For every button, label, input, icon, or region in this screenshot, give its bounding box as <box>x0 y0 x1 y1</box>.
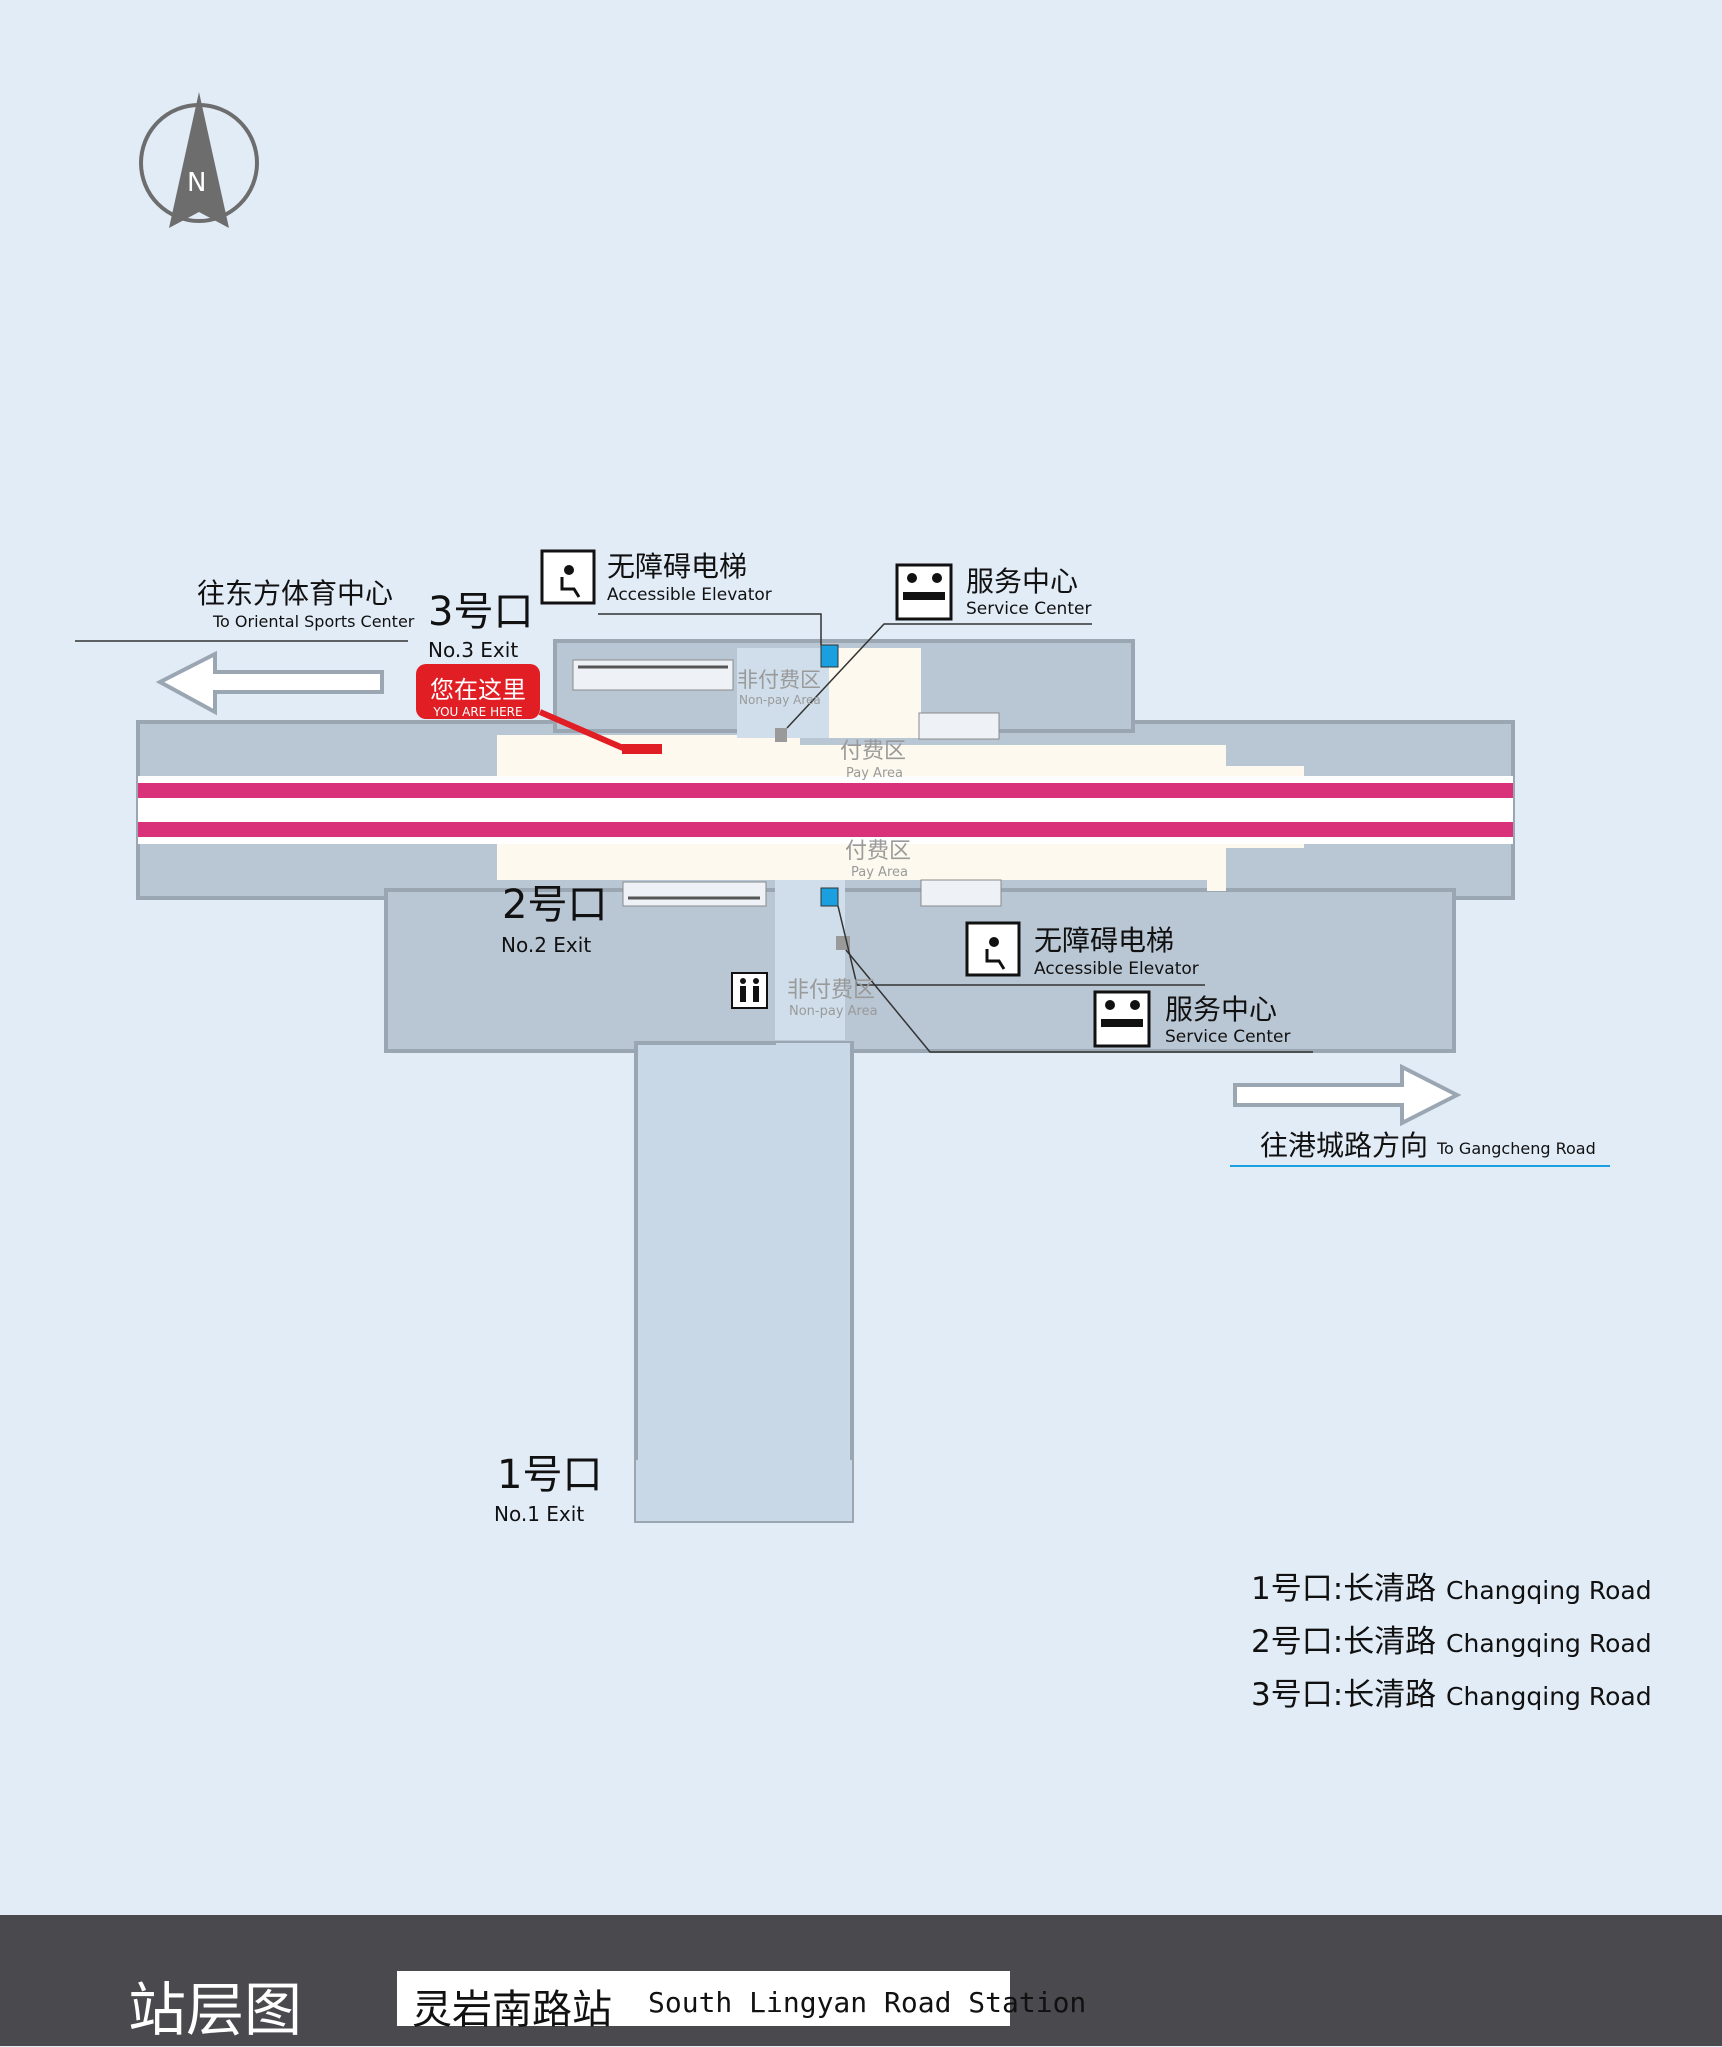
direction-west-cn: 往东方体育中心 <box>197 577 394 610</box>
accessible-elevator-icon <box>540 549 596 605</box>
elevator-north-cn: 无障碍电梯 <box>607 550 748 583</box>
station-structure <box>75 613 1610 1523</box>
direction-west-en: To Oriental Sports Center <box>213 612 415 631</box>
legend-exit: 1号口 <box>1251 1571 1333 1607</box>
exit2-label-en: No.2 Exit <box>501 933 592 957</box>
zone-nonpay-north-en: Non-pay Area <box>739 693 821 707</box>
service-center-icon <box>1093 990 1151 1048</box>
compass-north-icon <box>139 92 259 228</box>
legend-sep: : <box>1332 1571 1344 1607</box>
service-south-cn: 服务中心 <box>1165 993 1278 1026</box>
accessible-elevator-icon <box>965 921 1021 977</box>
legend-exit: 3号口 <box>1251 1677 1333 1713</box>
legend-sep: : <box>1332 1677 1344 1713</box>
zone-nonpay-south-cn: 非付费区 <box>787 978 876 1003</box>
you-are-here-badge: 您在这里 YOU ARE HERE <box>416 664 540 719</box>
you-are-here-cn: 您在这里 <box>430 676 526 704</box>
station-name-en: South Lingyan Road Station <box>648 1986 1087 2019</box>
footer-title: 站层图 <box>128 1976 303 2044</box>
service-north-en: Service Center <box>966 599 1092 619</box>
zone-pay-north-en: Pay Area <box>846 766 903 781</box>
legend-row: 2号口:长清路 Changqing Road <box>1251 1616 1652 1661</box>
legend-road-en: Changqing Road <box>1446 1576 1652 1605</box>
direction-east-en: To Gangcheng Road <box>1437 1139 1596 1158</box>
legend-row: 3号口:长清路 Changqing Road <box>1251 1669 1652 1714</box>
zone-nonpay-north-cn: 非付费区 <box>737 668 821 692</box>
exit3-label-cn: 3号口 <box>428 589 534 635</box>
service-north-cn: 服务中心 <box>966 565 1079 598</box>
arrow-left-icon <box>155 650 384 716</box>
legend-road-en: Changqing Road <box>1446 1682 1652 1711</box>
arrow-right-icon <box>1233 1063 1462 1127</box>
legend-road-cn: 长清路 <box>1343 1677 1437 1713</box>
legend-sep: : <box>1332 1624 1344 1660</box>
exit1-label-en: No.1 Exit <box>494 1502 585 1526</box>
zone-nonpay-south-en: Non-pay Area <box>789 1004 878 1019</box>
elevator-south-en: Accessible Elevator <box>1034 959 1199 979</box>
legend-road-cn: 长清路 <box>1343 1571 1437 1607</box>
station-name-box <box>397 1971 1010 2026</box>
legend-exit: 2号口 <box>1251 1624 1333 1660</box>
zone-pay-north-cn: 付费区 <box>840 739 907 764</box>
restroom-icon <box>731 972 768 1009</box>
station-name-cn: 灵岩南路站 <box>412 1987 612 2033</box>
exit3-label-en: No.3 Exit <box>428 638 519 662</box>
legend-road-en: Changqing Road <box>1446 1629 1652 1658</box>
you-are-here-en: YOU ARE HERE <box>433 705 523 719</box>
service-south-en: Service Center <box>1165 1027 1291 1047</box>
zone-pay-south-cn: 付费区 <box>845 839 912 864</box>
direction-east-cn: 往港城路方向 <box>1260 1129 1429 1162</box>
elevator-north-en: Accessible Elevator <box>607 585 772 605</box>
compass-label: N <box>187 168 207 198</box>
exit2-label-cn: 2号口 <box>502 882 608 928</box>
legend-road-cn: 长清路 <box>1343 1624 1437 1660</box>
elevator-south-cn: 无障碍电梯 <box>1034 924 1175 957</box>
zone-pay-south-en: Pay Area <box>851 865 908 880</box>
exit1-label-cn: 1号口 <box>497 1452 603 1498</box>
service-center-icon <box>895 563 953 621</box>
legend-row: 1号口:长清路 Changqing Road <box>1251 1563 1652 1608</box>
